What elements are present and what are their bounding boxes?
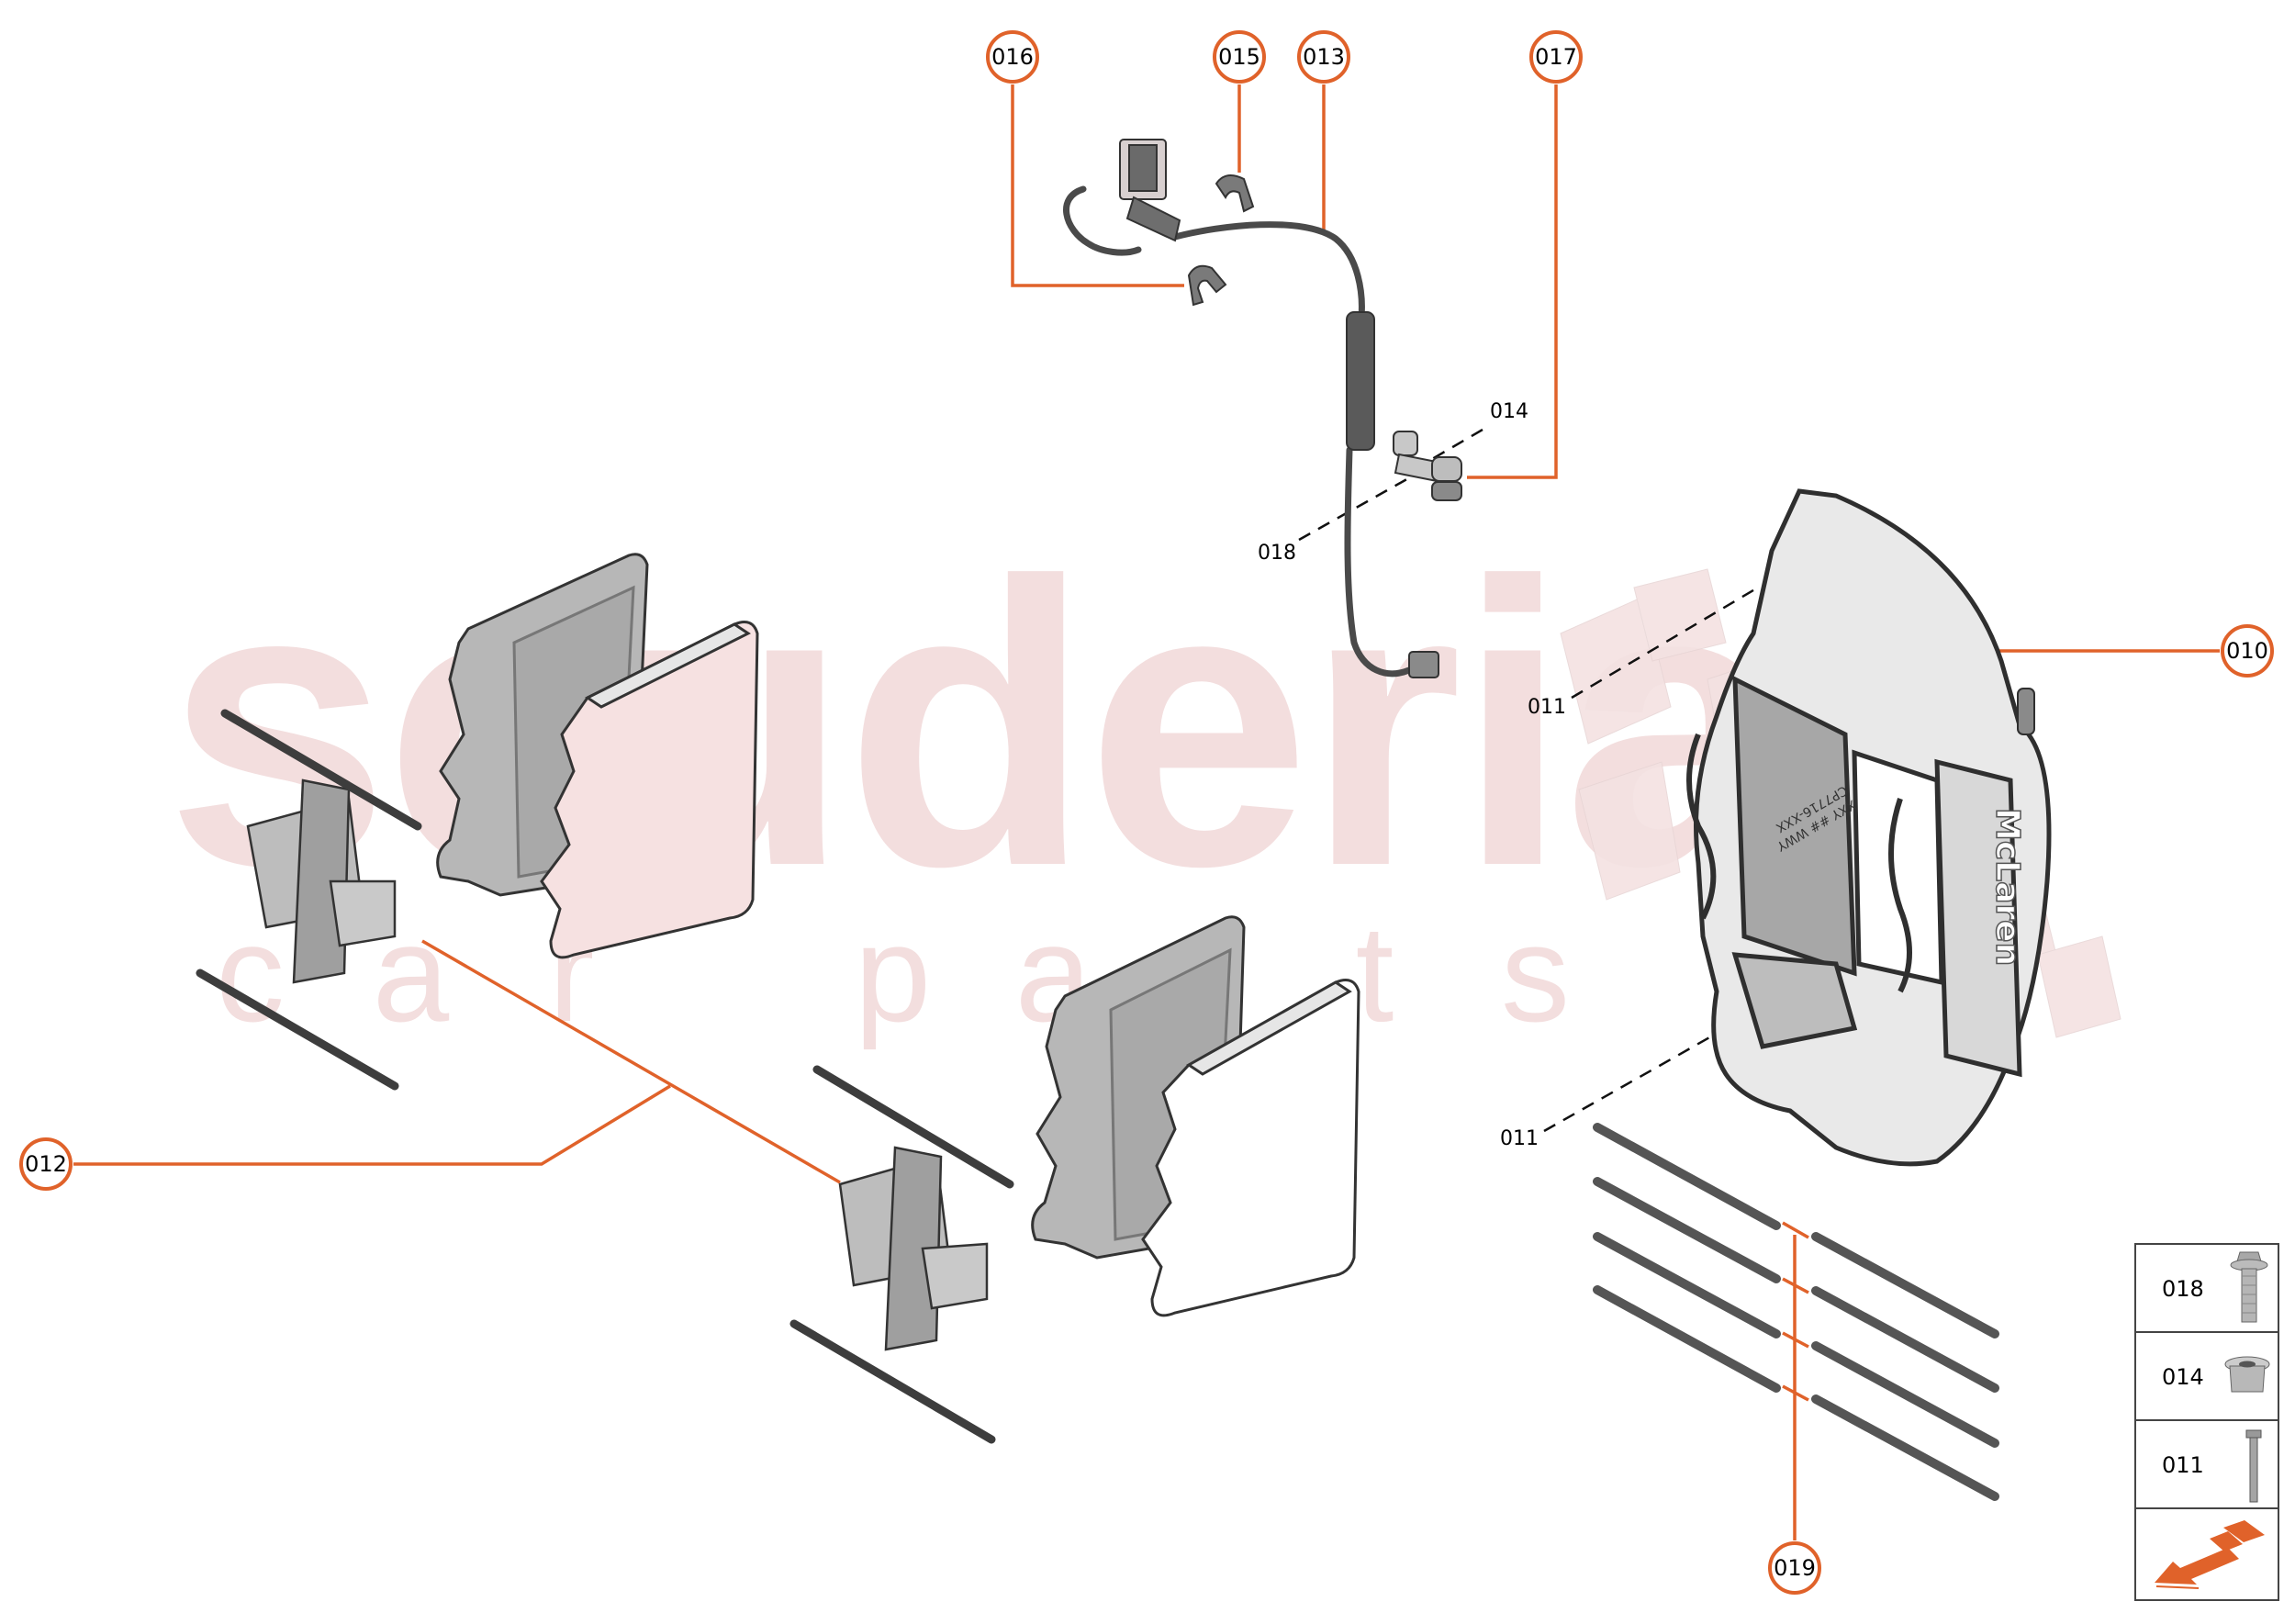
wear-sensor-connector bbox=[1119, 139, 1439, 678]
brake-pad-lower-front bbox=[1141, 979, 1360, 1317]
long-bolt-icon bbox=[2245, 1429, 2262, 1503]
callout-013[interactable]: 013 bbox=[1297, 30, 1350, 84]
pad-pin-lower-1 bbox=[812, 1065, 1014, 1189]
legend-code: 018 bbox=[2162, 1276, 2204, 1302]
legend-row-011[interactable]: 011 bbox=[2136, 1421, 2278, 1509]
pad-pin-upper-2 bbox=[196, 969, 399, 1091]
callout-017[interactable]: 017 bbox=[1529, 30, 1583, 84]
pad-spring-upper bbox=[246, 778, 397, 984]
pad-spring-lower bbox=[838, 1146, 989, 1351]
callout-012[interactable]: 012 bbox=[19, 1137, 73, 1191]
pad-pin-lower-2 bbox=[789, 1319, 996, 1444]
legend-row-direction[interactable] bbox=[2136, 1509, 2278, 1596]
watermark-brand: scuderia bbox=[165, 499, 1788, 950]
dashed-leaders bbox=[1298, 428, 1759, 1133]
clip-016 bbox=[1187, 264, 1227, 307]
brake-pad-upper-front bbox=[540, 621, 759, 959]
callout-019[interactable]: 019 bbox=[1768, 1541, 1821, 1595]
callout-015[interactable]: 015 bbox=[1213, 30, 1266, 84]
label-011-upper[interactable]: 011 bbox=[1528, 696, 1566, 719]
bracket-017 bbox=[1393, 431, 1462, 501]
label-018[interactable]: 018 bbox=[1258, 542, 1296, 565]
legend-row-014[interactable]: 014 bbox=[2136, 1333, 2278, 1421]
callout-016[interactable]: 016 bbox=[986, 30, 1039, 84]
legend-code: 011 bbox=[2162, 1452, 2204, 1478]
label-014[interactable]: 014 bbox=[1490, 400, 1528, 423]
fastener-legend: 018 014 011 bbox=[2134, 1243, 2279, 1601]
leader-lines bbox=[73, 84, 2220, 1540]
caliper-pins-019 bbox=[1593, 1123, 1999, 1501]
wear-sensor-cable bbox=[1063, 185, 1413, 678]
legend-code: 014 bbox=[2162, 1364, 2204, 1390]
pad-pin-upper-1 bbox=[220, 709, 422, 831]
brake-caliper bbox=[1686, 488, 2052, 1167]
flange-nut-icon bbox=[2224, 1356, 2270, 1393]
label-011-lower[interactable]: 011 bbox=[1500, 1127, 1539, 1150]
clip-015 bbox=[1215, 174, 1255, 213]
callout-010[interactable]: 010 bbox=[2221, 624, 2274, 678]
direction-arrow-icon bbox=[2155, 1520, 2265, 1589]
caliper-brand-text: McLaren bbox=[1988, 808, 2026, 966]
legend-row-018[interactable]: 018 bbox=[2136, 1245, 2278, 1333]
flange-bolt-icon bbox=[2230, 1251, 2268, 1323]
